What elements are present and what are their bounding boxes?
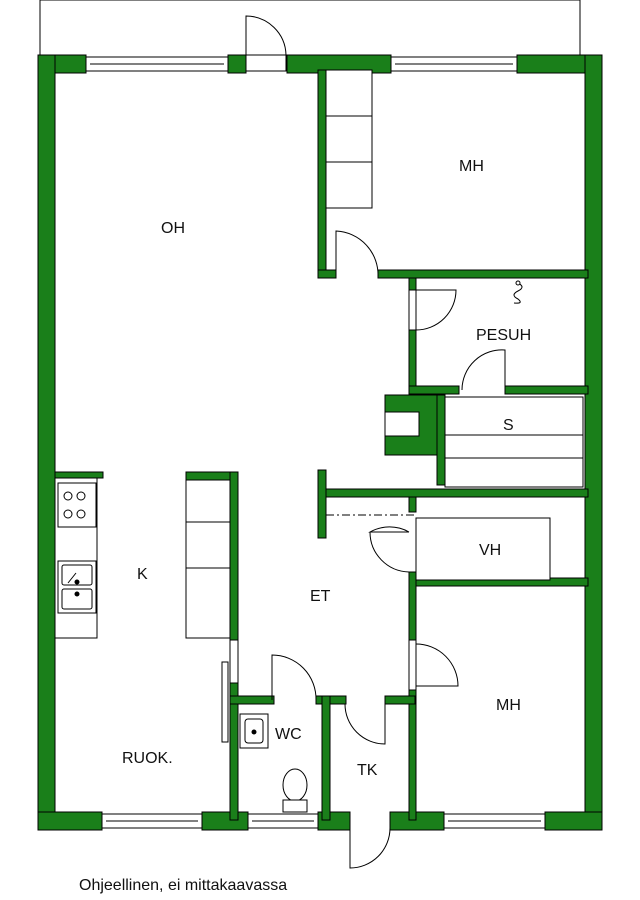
- interior-walls: [54, 69, 589, 821]
- wardrobes: [185, 69, 584, 639]
- room-label-vh: VH: [479, 542, 501, 559]
- room-label-ruok: RUOK.: [122, 750, 173, 767]
- balcony-outline: [39, 0, 581, 55]
- disclaimer-note: Ohjeellinen, ei mittakaavassa: [79, 877, 288, 894]
- room-label-mh-bottom: MH: [496, 697, 521, 714]
- doors: [221, 15, 506, 869]
- room-label-k: K: [137, 566, 148, 583]
- room-label-pesuh: PESUH: [476, 327, 531, 344]
- kitchen-fixtures: [54, 477, 98, 639]
- bathroom-fixtures: [239, 280, 523, 813]
- room-label-mh-top: MH: [459, 158, 484, 175]
- room-label-s: S: [503, 417, 514, 434]
- room-label-wc: WC: [275, 726, 302, 743]
- room-label-et: ET: [310, 588, 331, 605]
- windows: [85, 56, 546, 829]
- room-label-tk: TK: [357, 762, 378, 779]
- room-label-oh: OH: [161, 220, 185, 237]
